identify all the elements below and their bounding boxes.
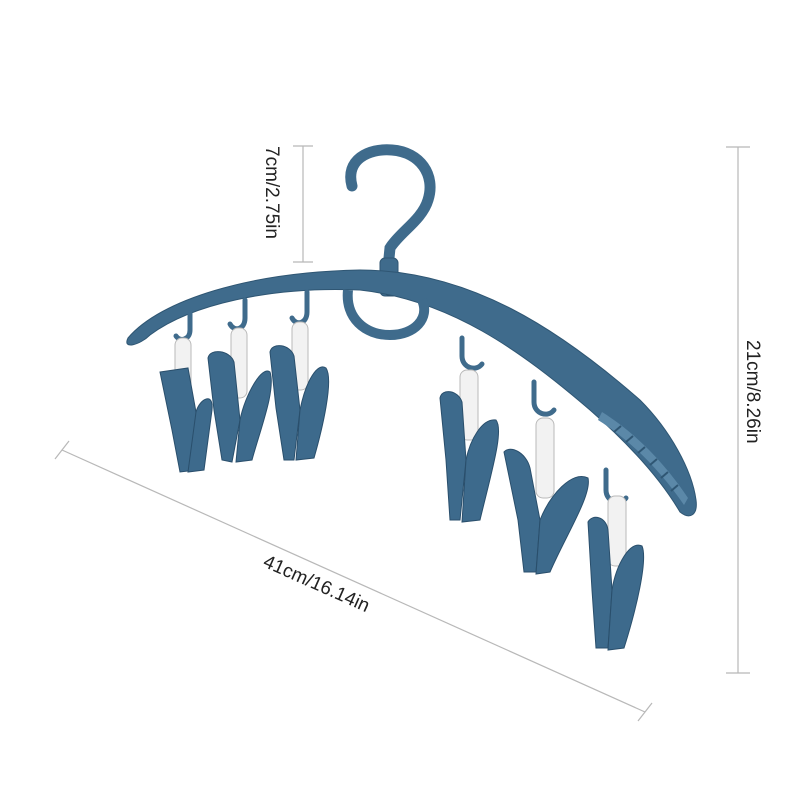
width-dimension: 41cm/16.14in (54, 440, 653, 722)
width-label: 41cm/16.14in (260, 551, 373, 617)
total-height-dimension: 21cm/8.26in (726, 146, 763, 674)
hook-height-dimension: 7cm/2.75in (261, 145, 313, 263)
total-height-label: 21cm/8.26in (742, 340, 763, 444)
hanger-arm (126, 269, 697, 517)
clip-1 (159, 307, 213, 473)
hook-height-label: 7cm/2.75in (261, 146, 282, 239)
clip-6 (587, 467, 645, 651)
clip-3 (269, 289, 330, 461)
clip-2 (207, 297, 272, 463)
clip-5 (503, 379, 589, 575)
clip-4 (439, 335, 500, 523)
